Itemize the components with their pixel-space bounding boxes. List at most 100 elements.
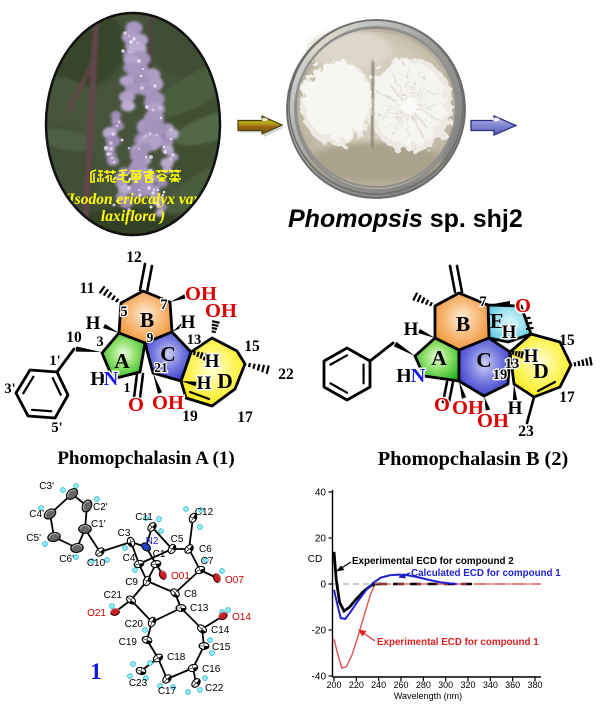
svg-text:C11: C11	[135, 512, 153, 523]
svg-text:O: O	[515, 295, 531, 317]
svg-text:O21: O21	[87, 608, 106, 619]
svg-text:B: B	[140, 308, 154, 332]
svg-text:11: 11	[80, 280, 95, 297]
svg-text:H: H	[502, 322, 517, 343]
svg-text:20: 20	[315, 534, 327, 545]
svg-text:Phomopchalasin B (2): Phomopchalasin B (2)	[378, 448, 568, 470]
svg-text:H: H	[404, 319, 419, 340]
svg-text:23: 23	[518, 423, 534, 440]
svg-text:E: E	[490, 309, 504, 333]
svg-text:H: H	[90, 368, 106, 390]
svg-text:OH: OH	[452, 397, 484, 419]
svg-text:21: 21	[154, 360, 168, 375]
svg-text:H: H	[197, 373, 212, 394]
svg-text:C: C	[160, 342, 176, 366]
svg-text:13: 13	[187, 332, 202, 348]
svg-text:-20: -20	[312, 626, 327, 637]
svg-text:D: D	[217, 369, 233, 393]
svg-text:5': 5'	[51, 420, 62, 436]
svg-text:10: 10	[66, 329, 82, 346]
svg-text:C4': C4'	[29, 509, 44, 520]
svg-text:300: 300	[438, 680, 453, 690]
svg-text:380: 380	[527, 680, 542, 690]
svg-text:C18: C18	[167, 652, 186, 663]
svg-text:OH: OH	[205, 300, 237, 322]
svg-text:17: 17	[237, 409, 253, 426]
svg-text:C6: C6	[199, 544, 212, 555]
svg-text:C20: C20	[125, 619, 144, 630]
svg-text:OH: OH	[185, 283, 217, 305]
svg-text:O07: O07	[225, 575, 244, 586]
svg-text:H: H	[524, 346, 539, 367]
svg-text:OH: OH	[477, 410, 509, 432]
svg-text:360: 360	[505, 680, 520, 690]
svg-text:C10: C10	[87, 558, 106, 569]
svg-text:C9: C9	[125, 577, 138, 588]
svg-text:260: 260	[393, 680, 408, 690]
svg-text:C7: C7	[201, 556, 214, 567]
svg-text:C5: C5	[171, 534, 184, 545]
svg-text:240: 240	[371, 680, 386, 690]
svg-text:15: 15	[559, 332, 575, 349]
svg-text:CD: CD	[308, 554, 322, 565]
svg-text:H: H	[508, 398, 523, 419]
svg-text:H: H	[86, 313, 101, 334]
svg-text:O: O	[434, 394, 450, 416]
svg-text:1': 1'	[49, 353, 60, 369]
svg-text:7: 7	[160, 297, 167, 313]
svg-text:A: A	[431, 346, 447, 370]
svg-text:1: 1	[90, 659, 102, 684]
svg-text:3': 3'	[4, 381, 15, 397]
svg-text:H: H	[205, 351, 220, 372]
svg-text:C15: C15	[212, 642, 231, 653]
svg-text:(Isodon eriocalyx var.: (Isodon eriocalyx var.	[63, 191, 202, 208]
svg-text:7: 7	[479, 294, 486, 310]
svg-text:C3: C3	[118, 528, 131, 539]
svg-text:N: N	[411, 365, 426, 387]
svg-text:C: C	[476, 348, 492, 372]
svg-text:O01: O01	[171, 571, 190, 582]
svg-text:280: 280	[416, 680, 431, 690]
svg-text:C13: C13	[190, 603, 209, 614]
svg-text:C2': C2'	[93, 502, 108, 513]
svg-text:C23: C23	[129, 678, 148, 689]
svg-text:Experimental ECD for compound: Experimental ECD for compound 2	[352, 556, 514, 567]
svg-text:C4: C4	[123, 553, 136, 564]
svg-text:C14: C14	[211, 625, 230, 636]
svg-text:12: 12	[126, 249, 142, 266]
svg-text:C6': C6'	[59, 554, 74, 565]
svg-text:C1: C1	[153, 549, 166, 560]
svg-text:Phomopsis sp. shj2: Phomopsis sp. shj2	[288, 205, 523, 233]
svg-text:C19: C19	[119, 637, 138, 648]
svg-text:C22: C22	[205, 683, 224, 694]
svg-text:D: D	[533, 359, 549, 383]
svg-text:9: 9	[147, 330, 154, 345]
svg-text:N2: N2	[146, 536, 159, 547]
svg-text:C16: C16	[202, 664, 221, 675]
svg-text:Experimental ECD for compound: Experimental ECD for compound 1	[377, 637, 539, 648]
svg-text:C21: C21	[104, 590, 123, 601]
svg-text:OH: OH	[152, 392, 184, 414]
svg-text:C8: C8	[184, 589, 197, 600]
svg-text:320: 320	[460, 680, 475, 690]
svg-text:Calculated ECD for compound 1: Calculated ECD for compound 1	[411, 568, 561, 579]
svg-text:C17: C17	[158, 686, 177, 697]
svg-text:17: 17	[559, 389, 575, 406]
svg-text:22: 22	[278, 366, 294, 383]
svg-text:B: B	[456, 312, 470, 336]
svg-text:40: 40	[315, 488, 327, 499]
svg-text:340: 340	[483, 680, 498, 690]
svg-text:5: 5	[120, 304, 127, 320]
svg-text:A: A	[114, 349, 130, 373]
svg-text:220: 220	[349, 680, 364, 690]
svg-text:Wavelength (nm): Wavelength (nm)	[394, 691, 462, 701]
svg-text:13: 13	[505, 356, 520, 372]
svg-text:C5': C5'	[26, 533, 41, 544]
svg-text:C1': C1'	[91, 519, 106, 530]
svg-text:H: H	[396, 365, 412, 387]
svg-text:1: 1	[124, 380, 131, 395]
svg-text:O14: O14	[232, 612, 251, 623]
svg-text:3: 3	[96, 334, 103, 350]
svg-text:O: O	[128, 394, 144, 416]
svg-text:Phomopchalasin A (1): Phomopchalasin A (1)	[57, 448, 234, 469]
